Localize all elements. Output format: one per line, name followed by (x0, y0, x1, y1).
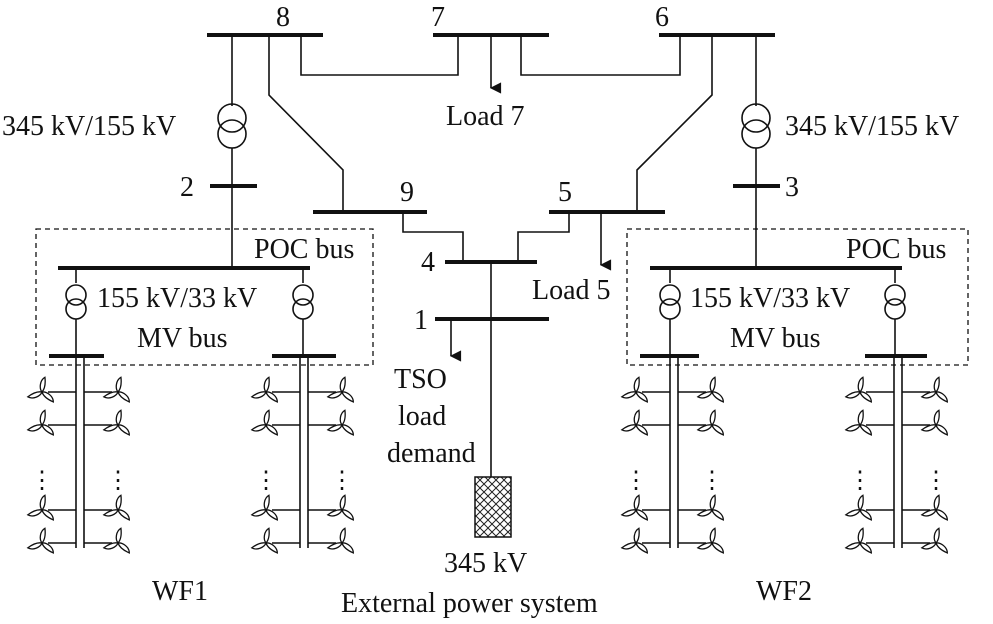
wind-turbine-icon (326, 376, 354, 403)
wf1-transformer-a (65, 284, 87, 306)
wind-turbine-icon (250, 376, 278, 403)
ellipsis-vertical: ⋮ (700, 468, 724, 494)
wind-turbine-icon (250, 409, 278, 436)
wf1-transformer-b (292, 284, 314, 306)
transformer-left-hv (217, 103, 247, 133)
wind-turbine-icon (250, 494, 278, 521)
wind-turbine-icon (696, 409, 724, 436)
ellipsis-vertical: ⋮ (254, 468, 278, 494)
wind-turbine-icon (920, 494, 948, 521)
wf2-transformer-label: 155 kV/33 kV (690, 283, 850, 314)
wind-turbine-icon (696, 527, 724, 554)
ellipsis-vertical: ⋮ (848, 468, 872, 494)
wind-turbine-icon (26, 409, 54, 436)
line-9-4 (402, 212, 464, 262)
wind-turbine-icon (696, 494, 724, 521)
bus-4-label: 4 (421, 247, 435, 278)
wind-turbine-icon (920, 376, 948, 403)
line-8-7 (300, 35, 459, 76)
transformer-right-label: 345 kV/155 kV (785, 111, 959, 142)
tso-label-line1: TSO (394, 364, 447, 395)
wind-turbine-icon (326, 494, 354, 521)
ellipsis-vertical: ⋮ (624, 468, 648, 494)
wind-turbine-icon (102, 494, 130, 521)
wind-turbine-icon (102, 527, 130, 554)
ellipsis-vertical: ⋮ (30, 468, 54, 494)
external-grid-block (474, 476, 512, 538)
transformer-left-hv-2 (217, 119, 247, 149)
bus-9-label: 9 (400, 177, 414, 208)
wind-turbine-icon (326, 409, 354, 436)
bus-8-label: 8 (276, 2, 290, 33)
wf2-poc-label: POC bus (846, 234, 946, 265)
wind-turbine-icon (920, 527, 948, 554)
wind-turbine-icon (844, 376, 872, 403)
bus-5-label: 5 (558, 177, 572, 208)
wind-turbine-icon (920, 409, 948, 436)
external-voltage-label: 345 kV (444, 548, 527, 579)
ellipsis-vertical: ⋮ (924, 468, 948, 494)
wind-turbine-icon (620, 494, 648, 521)
wf1-transformer-b-2 (292, 298, 314, 320)
wind-turbine-icon (620, 376, 648, 403)
wind-turbine-icon (844, 527, 872, 554)
wind-turbine-icon (620, 527, 648, 554)
load-5-label: Load 5 (532, 275, 611, 306)
line-8-9 (268, 35, 344, 212)
wind-turbine-icon (26, 494, 54, 521)
wf2-label: WF2 (756, 576, 812, 607)
wind-turbine-icon (696, 376, 724, 403)
wind-turbine-icon (620, 409, 648, 436)
wind-turbine-icon (26, 376, 54, 403)
wf1-mv-label: MV bus (137, 323, 228, 354)
wind-turbine-icon (844, 409, 872, 436)
wf2-transformer-a (659, 284, 681, 306)
tso-label-line3: demand (387, 438, 476, 469)
transformer-right-hv (741, 103, 771, 133)
bus-3-label: 3 (785, 172, 799, 203)
transformer-right-hv-2 (741, 119, 771, 149)
wf2-transformer-a-2 (659, 298, 681, 320)
line-6-5 (636, 35, 713, 212)
line-7-6 (520, 35, 681, 76)
wf2-boundary (626, 228, 969, 366)
load-7-label: Load 7 (446, 101, 525, 132)
wf2-mv-label: MV bus (730, 323, 821, 354)
wf1-boundary (35, 228, 374, 366)
ellipsis-vertical: ⋮ (330, 468, 354, 494)
wind-turbine-arrays: ⋮ ⋮ ⋮ ⋮ ⋮ ⋮ ⋮ ⋮ (26, 356, 948, 554)
wind-turbine-icon (844, 494, 872, 521)
wind-turbine-icon (250, 527, 278, 554)
bus-7-label: 7 (431, 2, 445, 33)
wind-turbine-icon (26, 527, 54, 554)
wf1-poc-label: POC bus (254, 234, 354, 265)
ellipsis-vertical: ⋮ (106, 468, 130, 494)
external-system-label: External power system (341, 588, 598, 619)
bus-1-label: 1 (414, 305, 428, 336)
tso-label-line2: load (398, 401, 446, 432)
transformer-left-label: 345 kV/155 kV (2, 111, 176, 142)
wf1-transformer-a-2 (65, 298, 87, 320)
wf1-label: WF1 (152, 576, 208, 607)
wind-turbine-icon (326, 527, 354, 554)
wf2-transformer-b (884, 284, 906, 306)
wind-turbine-icon (102, 409, 130, 436)
wind-turbine-icon (102, 376, 130, 403)
wf1-transformer-label: 155 kV/33 kV (97, 283, 257, 314)
bus-2-label: 2 (180, 172, 194, 203)
wf2-transformer-b-2 (884, 298, 906, 320)
bus-6-label: 6 (655, 2, 669, 33)
line-5-4 (517, 212, 570, 262)
